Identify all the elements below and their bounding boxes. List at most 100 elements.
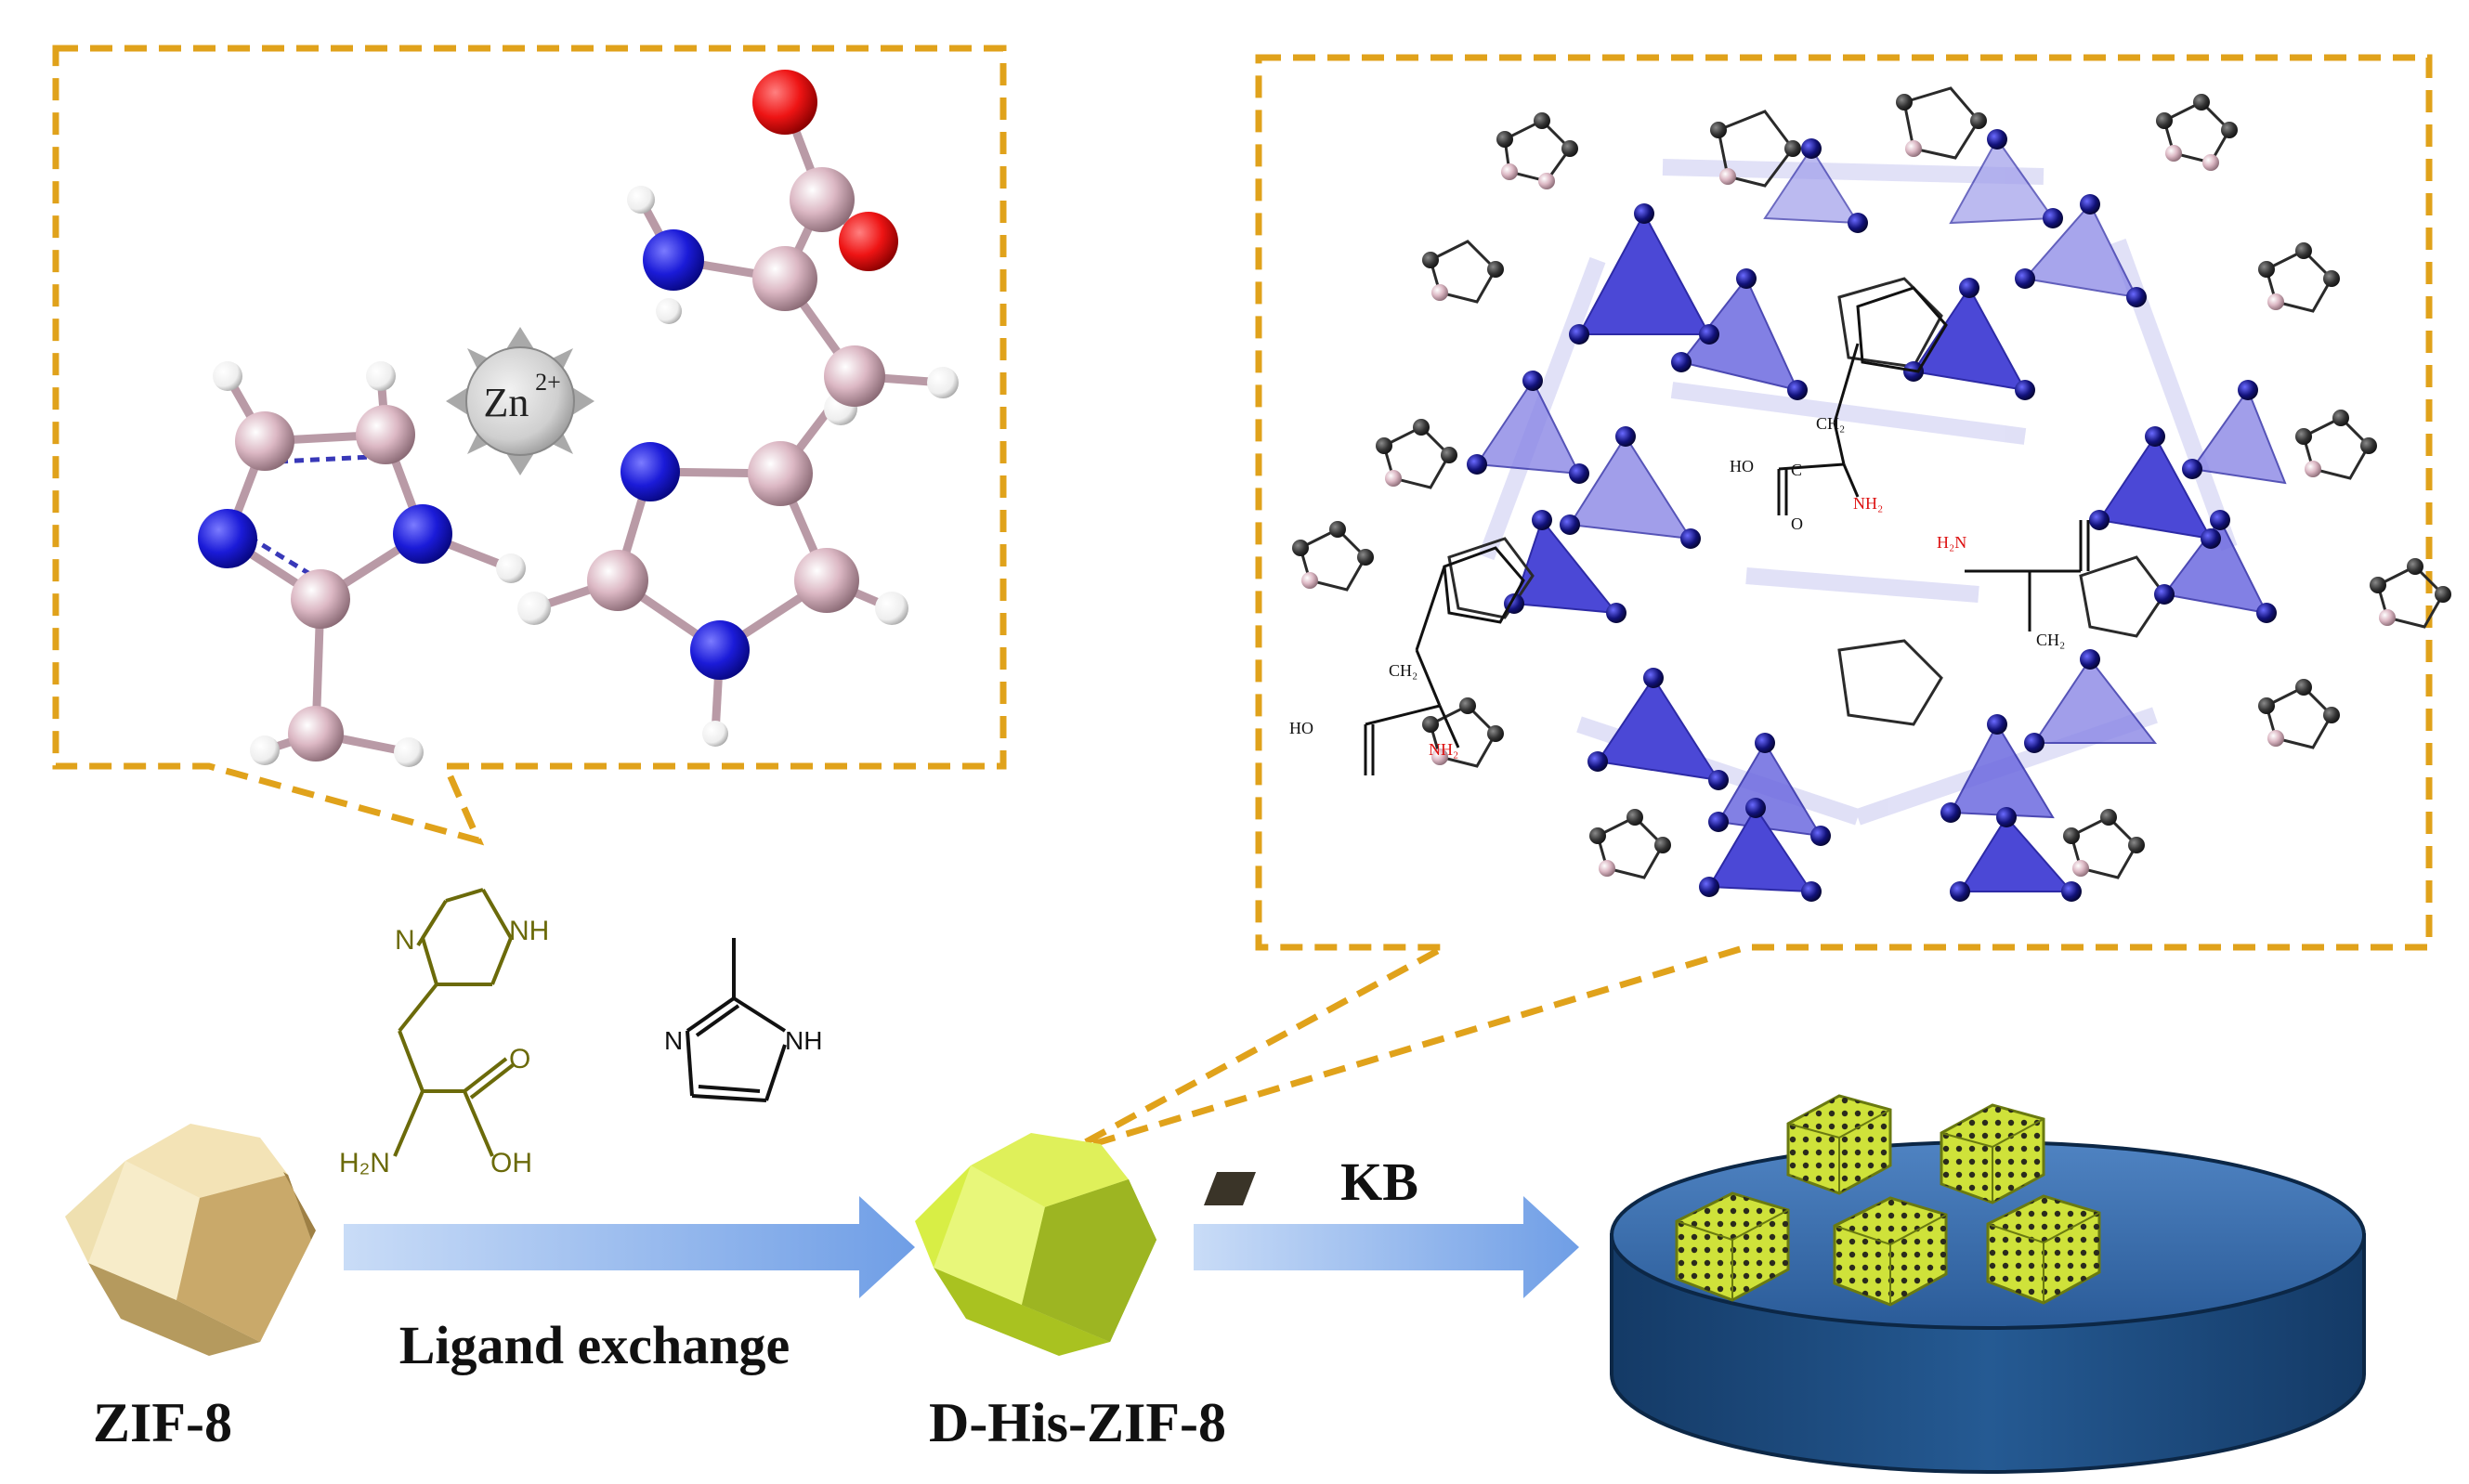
framework-nitrogen-atoms — [1467, 129, 2277, 902]
fw-blue-atom — [2201, 528, 2221, 549]
fw-blue-atom — [2061, 881, 2082, 902]
fw-dark-atom — [2360, 437, 2377, 454]
svg-text:H₂N: H₂N — [1937, 533, 1966, 552]
fw-dark-atom — [1413, 419, 1430, 436]
fw-blue-atom — [2043, 208, 2063, 228]
fw-dark-atom — [2370, 577, 2386, 593]
fw-pink-atom — [2379, 609, 2396, 626]
dhis-zif8-crystal — [915, 1133, 1156, 1356]
fw-blue-atom — [1787, 380, 1808, 400]
zoom-box-left — [52, 45, 1007, 846]
ligand-exchange-arrow — [344, 1196, 915, 1298]
fw-blue-atom — [2210, 510, 2230, 530]
fw-blue-atom — [1801, 138, 1822, 159]
fw-blue-atom — [1560, 514, 1580, 535]
fw-blue-atom — [1987, 129, 2007, 150]
methylimidazole-structure: N NH — [664, 938, 822, 1102]
fw-blue-atom — [1810, 826, 1831, 846]
fw-blue-atom — [2154, 584, 2175, 605]
fw-blue-atom — [1708, 770, 1729, 790]
fw-dark-atom — [1487, 725, 1504, 742]
fw-dark-atom — [1376, 437, 1392, 454]
zoom-box-right — [1066, 54, 2433, 1155]
fw-dark-atom — [2295, 242, 2312, 259]
fw-pink-atom — [1538, 173, 1555, 189]
fw-blue-atom — [2238, 380, 2258, 400]
fw-blue-atom — [2256, 603, 2277, 623]
fw-blue-atom — [1745, 798, 1766, 818]
svg-text:NH: NH — [509, 916, 549, 946]
fw-blue-atom — [1587, 751, 1608, 772]
fw-pink-atom — [1501, 163, 1518, 180]
label-dhis-zif8: D-His-ZIF-8 — [929, 1392, 1226, 1453]
fw-blue-atom — [1699, 877, 1719, 897]
fw-dark-atom — [1654, 837, 1671, 853]
fw-dark-atom — [2156, 112, 2173, 129]
fw-dark-atom — [1970, 112, 1987, 129]
svg-text:HO: HO — [1730, 457, 1754, 475]
fw-blue-atom — [1987, 714, 2007, 735]
histidine-3d-model — [517, 70, 959, 747]
fw-blue-atom — [2024, 733, 2044, 753]
fw-blue-atom — [1848, 213, 1868, 233]
fw-blue-atom — [1940, 802, 1961, 823]
fw-dark-atom — [2193, 94, 2210, 111]
fw-blue-atom — [1680, 528, 1701, 549]
fw-dark-atom — [1292, 540, 1309, 556]
fw-blue-atom — [1467, 454, 1487, 475]
fw-blue-atom — [1606, 603, 1626, 623]
fw-dark-atom — [1459, 697, 1476, 714]
fw-dark-atom — [1357, 549, 1374, 566]
framework-carbon-atoms — [1292, 94, 2451, 853]
fw-blue-atom — [1755, 733, 1775, 753]
fw-blue-atom — [2015, 268, 2035, 289]
kb-particle — [1204, 1172, 1256, 1205]
fw-pink-atom — [1905, 140, 1922, 157]
fw-blue-atom — [1959, 278, 1979, 298]
fw-dark-atom — [1422, 716, 1439, 733]
zinc-ion-star: Zn 2+ — [446, 327, 594, 475]
fw-dark-atom — [1441, 447, 1457, 463]
fw-blue-atom — [1699, 324, 1719, 345]
fw-dark-atom — [1487, 261, 1504, 278]
zif8-crystal — [65, 1124, 316, 1356]
zinc-ion-charge: 2+ — [535, 369, 561, 396]
svg-text:CH₂: CH₂ — [1389, 661, 1417, 680]
fw-blue-atom — [1569, 463, 1589, 484]
dotted-particles — [1675, 1094, 2101, 1307]
fw-blue-atom — [1671, 352, 1692, 372]
fw-dark-atom — [2063, 827, 2080, 844]
fw-pink-atom — [2267, 730, 2284, 747]
fw-dark-atom — [1626, 809, 1643, 826]
fw-dark-atom — [2295, 679, 2312, 696]
label-ligand-exchange: Ligand exchange — [399, 1315, 790, 1375]
fw-blue-atom — [2145, 426, 2165, 447]
fw-dark-atom — [2407, 558, 2423, 575]
fw-blue-atom — [2080, 649, 2100, 670]
fw-dark-atom — [2258, 697, 2275, 714]
fw-dark-atom — [2295, 428, 2312, 445]
svg-text:CH₂: CH₂ — [2036, 631, 2065, 649]
fw-blue-atom — [1801, 881, 1822, 902]
zif-framework-model — [1292, 86, 2451, 902]
svg-text:N: N — [395, 925, 415, 956]
fw-dark-atom — [1784, 140, 1801, 157]
svg-text:NH₂: NH₂ — [1429, 740, 1458, 759]
label-zif8: ZIF-8 — [93, 1392, 232, 1453]
fw-dark-atom — [2258, 261, 2275, 278]
fw-pink-atom — [1719, 168, 1736, 185]
fw-blue-atom — [1950, 881, 1970, 902]
svg-text:NH₂: NH₂ — [1853, 494, 1883, 513]
fw-blue-atom — [2089, 510, 2110, 530]
histidine-ligand-structures — [1364, 286, 2090, 775]
fw-dark-atom — [2221, 122, 2238, 138]
svg-text:N: N — [664, 1026, 683, 1055]
histidine-ligand-labels: CH₂ HO NH₂ CH₂ HO C O NH₂ H₂N CH₂ — [1289, 414, 2065, 759]
framework-zinc-atoms — [1301, 140, 2396, 877]
fw-pink-atom — [1431, 284, 1448, 301]
svg-text:C: C — [1791, 461, 1802, 479]
svg-text:OH: OH — [490, 1148, 532, 1178]
fw-blue-atom — [1532, 510, 1552, 530]
svg-text:HO: HO — [1289, 719, 1313, 737]
